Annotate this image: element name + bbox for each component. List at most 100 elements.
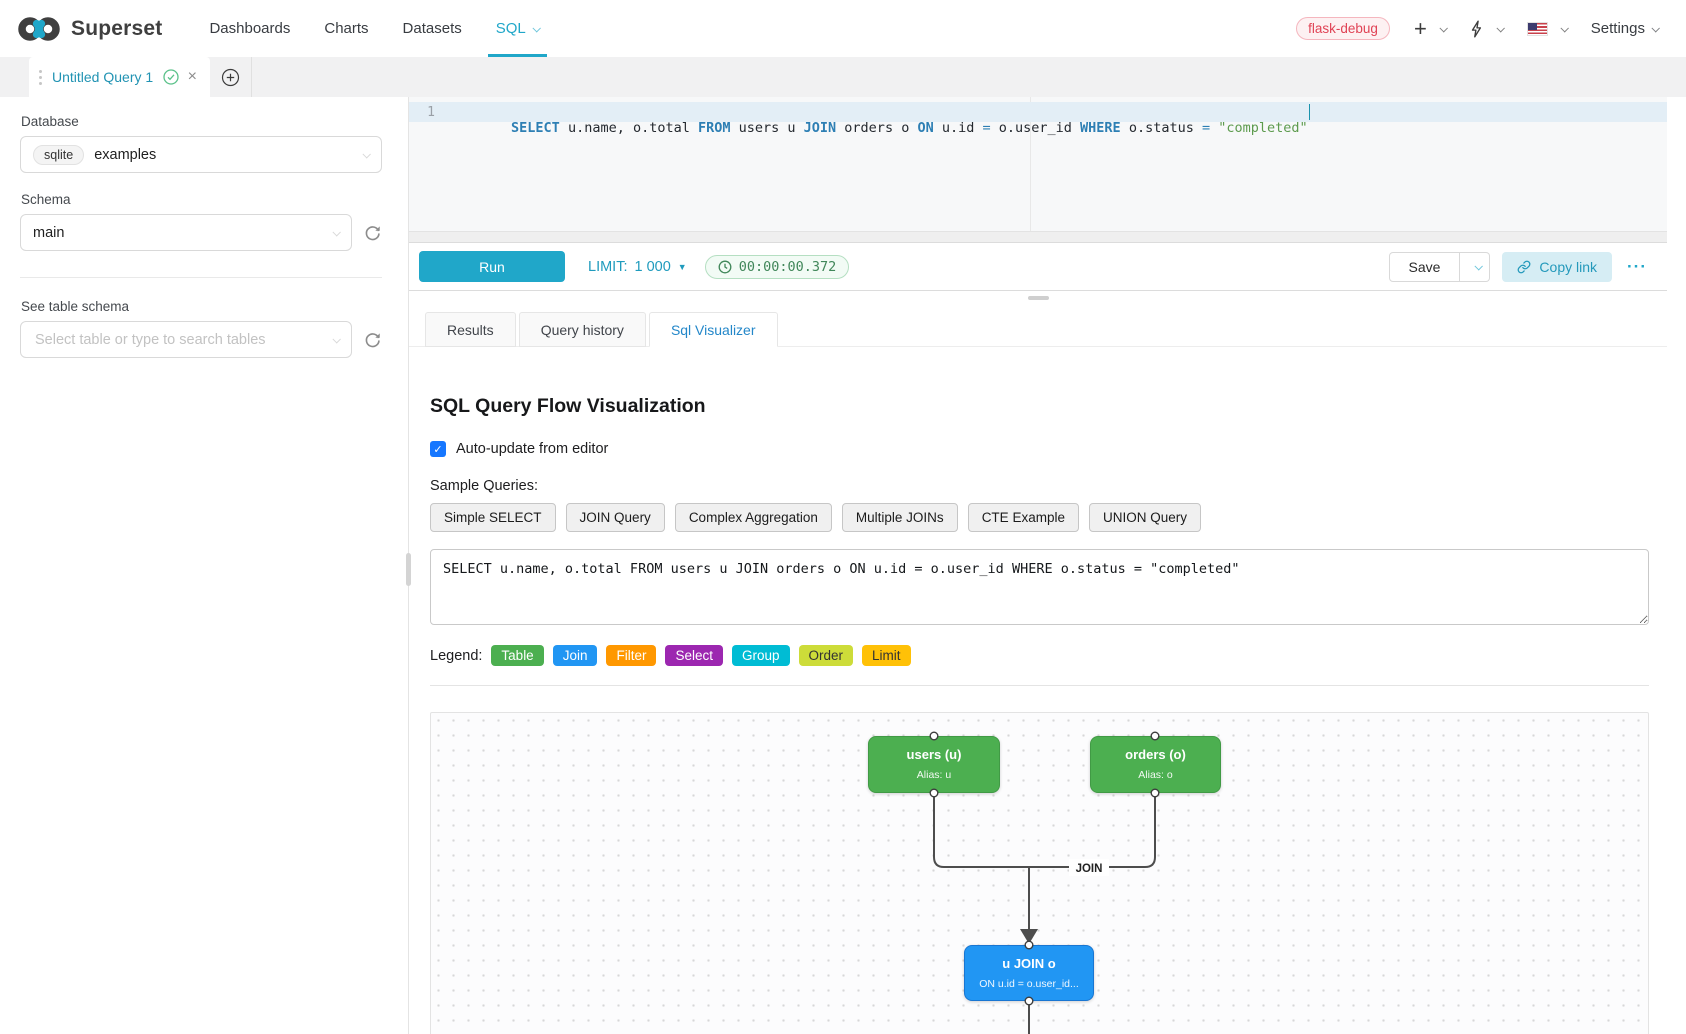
superset-logo[interactable]: Superset (16, 14, 162, 44)
auto-update-label: Auto-update from editor (456, 441, 609, 457)
chevron-down-icon (1496, 23, 1505, 33)
refresh-icon (365, 226, 380, 241)
legend-divider (430, 685, 1649, 686)
run-button[interactable]: Run (419, 251, 565, 282)
sqllab-main-pane: 1 SELECT u.name, o.total FROM users u JO… (409, 97, 1667, 1034)
top-navbar: Superset Dashboards Charts Datasets SQL … (0, 0, 1686, 57)
more-options-button[interactable]: ··· (1627, 256, 1647, 276)
sample-query-button[interactable]: CTE Example (967, 503, 1079, 532)
legend-chip: Order (798, 645, 854, 666)
schema-select[interactable]: main (20, 214, 352, 251)
limit-dropdown[interactable]: LIMIT: 1 000 ▼ (588, 258, 687, 275)
chevron-down-icon (332, 227, 341, 237)
legend-chip: Group (732, 645, 790, 666)
legend-row: Legend: Table Join Filter Select Group O… (430, 645, 1649, 666)
nav-item[interactable]: SQL (479, 0, 556, 57)
legend-chip: Limit (862, 645, 911, 666)
refresh-icon (365, 333, 380, 348)
pane-drag-handle[interactable] (1027, 296, 1049, 300)
result-tab[interactable]: Results (425, 312, 516, 347)
superset-infinity-icon (18, 16, 60, 41)
save-button[interactable]: Save (1388, 251, 1461, 282)
database-value: examples (94, 146, 157, 163)
node-join[interactable]: u JOIN o ON u.id = o.user_id... (964, 945, 1094, 1001)
schema-value: main (33, 224, 65, 241)
editor-active-line[interactable]: 1 SELECT u.name, o.total FROM users u JO… (409, 102, 1667, 136)
close-tab-icon[interactable]: × (187, 68, 197, 85)
editor-toolbar: Run LIMIT: 1 000 ▼ 00:00:00.372 Save (409, 243, 1667, 291)
sample-query-button[interactable]: Simple SELECT (430, 503, 556, 532)
sample-query-button[interactable]: JOIN Query (565, 503, 665, 532)
auto-update-checkbox-row[interactable]: ✓ Auto-update from editor (430, 441, 1649, 457)
sample-query-button[interactable]: Multiple JOINs (841, 503, 958, 532)
clock-icon (718, 260, 732, 273)
saved-check-icon (163, 69, 179, 85)
chevron-down-icon (332, 334, 341, 344)
main-nav: Dashboards Charts Datasets SQL (192, 0, 555, 57)
chevron-down-icon (362, 149, 371, 159)
print-margin-line (1030, 97, 1031, 231)
nav-item[interactable]: Charts (324, 20, 369, 37)
sample-query-button[interactable]: UNION Query (1088, 503, 1201, 532)
sql-visualizer-pane: SQL Query Flow Visualization ✓ Auto-upda… (409, 347, 1667, 1034)
table-search-input[interactable] (33, 330, 333, 349)
sql-editor[interactable]: 1 SELECT u.name, o.total FROM users u JO… (409, 97, 1667, 243)
environment-badge: flask-debug (1296, 17, 1390, 40)
lightning-bolt-icon (1471, 19, 1481, 38)
chevron-down-icon (532, 23, 541, 33)
chevron-down-icon (1560, 23, 1569, 33)
editor-hscrollbar[interactable] (409, 231, 1667, 242)
arrowhead-icon (1020, 929, 1038, 944)
nav-item[interactable]: Dashboards (209, 20, 291, 37)
db-engine-pill: sqlite (33, 144, 85, 165)
plus-icon: + (1413, 15, 1427, 41)
navbar-right: flask-debug + Settings (1296, 15, 1660, 41)
copy-link-button[interactable]: Copy link (1502, 251, 1613, 282)
visualizer-title: SQL Query Flow Visualization (430, 395, 706, 417)
sample-query-button[interactable]: Complex Aggregation (674, 503, 832, 532)
new-dropdown-button[interactable]: + (1413, 15, 1448, 41)
result-tab[interactable]: Sql Visualizer (648, 312, 778, 347)
sidebar-divider (20, 277, 382, 278)
chevron-down-icon (1474, 261, 1484, 271)
new-tab-button[interactable] (210, 57, 252, 97)
caret-down-icon: ▼ (677, 261, 687, 272)
save-options-button[interactable] (1460, 251, 1491, 282)
sqllab-sidebar: Database sqlite examples Schema main See (0, 97, 408, 1034)
limit-value: 1 000 (634, 258, 671, 275)
result-tabs: Results Query history Sql Visualizer (409, 312, 1667, 347)
sql-code-line: SELECT u.name, o.total FROM users u JOIN… (511, 120, 1308, 136)
sidebar-splitter[interactable] (406, 97, 411, 1034)
query-search-button[interactable] (1470, 19, 1505, 38)
query-tab-title: Untitled Query 1 (52, 69, 154, 85)
query-tab-active[interactable]: Untitled Query 1 × (29, 57, 210, 97)
database-label: Database (21, 114, 79, 129)
refresh-schemas-button[interactable] (362, 223, 382, 243)
legend-label: Legend: (430, 647, 483, 664)
checkbox-checked-icon[interactable]: ✓ (430, 441, 446, 457)
language-picker[interactable] (1526, 21, 1569, 36)
legend-chip: Select (665, 645, 723, 666)
plus-circle-icon (221, 68, 240, 86)
query-textarea[interactable]: SELECT u.name, o.total FROM users u JOIN… (430, 549, 1649, 625)
elapsed-timer-badge: 00:00:00.372 (704, 254, 850, 279)
settings-menu[interactable]: Settings (1591, 20, 1660, 37)
node-orders-table[interactable]: orders (o) Alias: o (1090, 736, 1221, 793)
database-select[interactable]: sqlite examples (20, 136, 382, 173)
table-search-select[interactable] (20, 321, 352, 358)
refresh-tables-button[interactable] (362, 330, 382, 350)
nav-item[interactable]: Datasets (402, 20, 462, 37)
line-number: 1 (427, 104, 435, 120)
splitter-thumb[interactable] (406, 553, 411, 586)
drag-dots-icon[interactable] (38, 68, 43, 87)
text-cursor (1308, 104, 1311, 120)
flow-diagram-panel[interactable]: users (u) Alias: u orders (o) Alias: o u… (430, 712, 1649, 1034)
node-users-table[interactable]: users (u) Alias: u (868, 736, 1000, 793)
us-flag-icon (1526, 21, 1548, 36)
legend-chip: Join (552, 645, 598, 666)
legend-chip: Table (491, 645, 544, 666)
result-tab[interactable]: Query history (518, 312, 646, 347)
schema-label: Schema (21, 192, 71, 207)
link-icon (1518, 260, 1531, 273)
edge-label-join: JOIN (1076, 863, 1103, 875)
